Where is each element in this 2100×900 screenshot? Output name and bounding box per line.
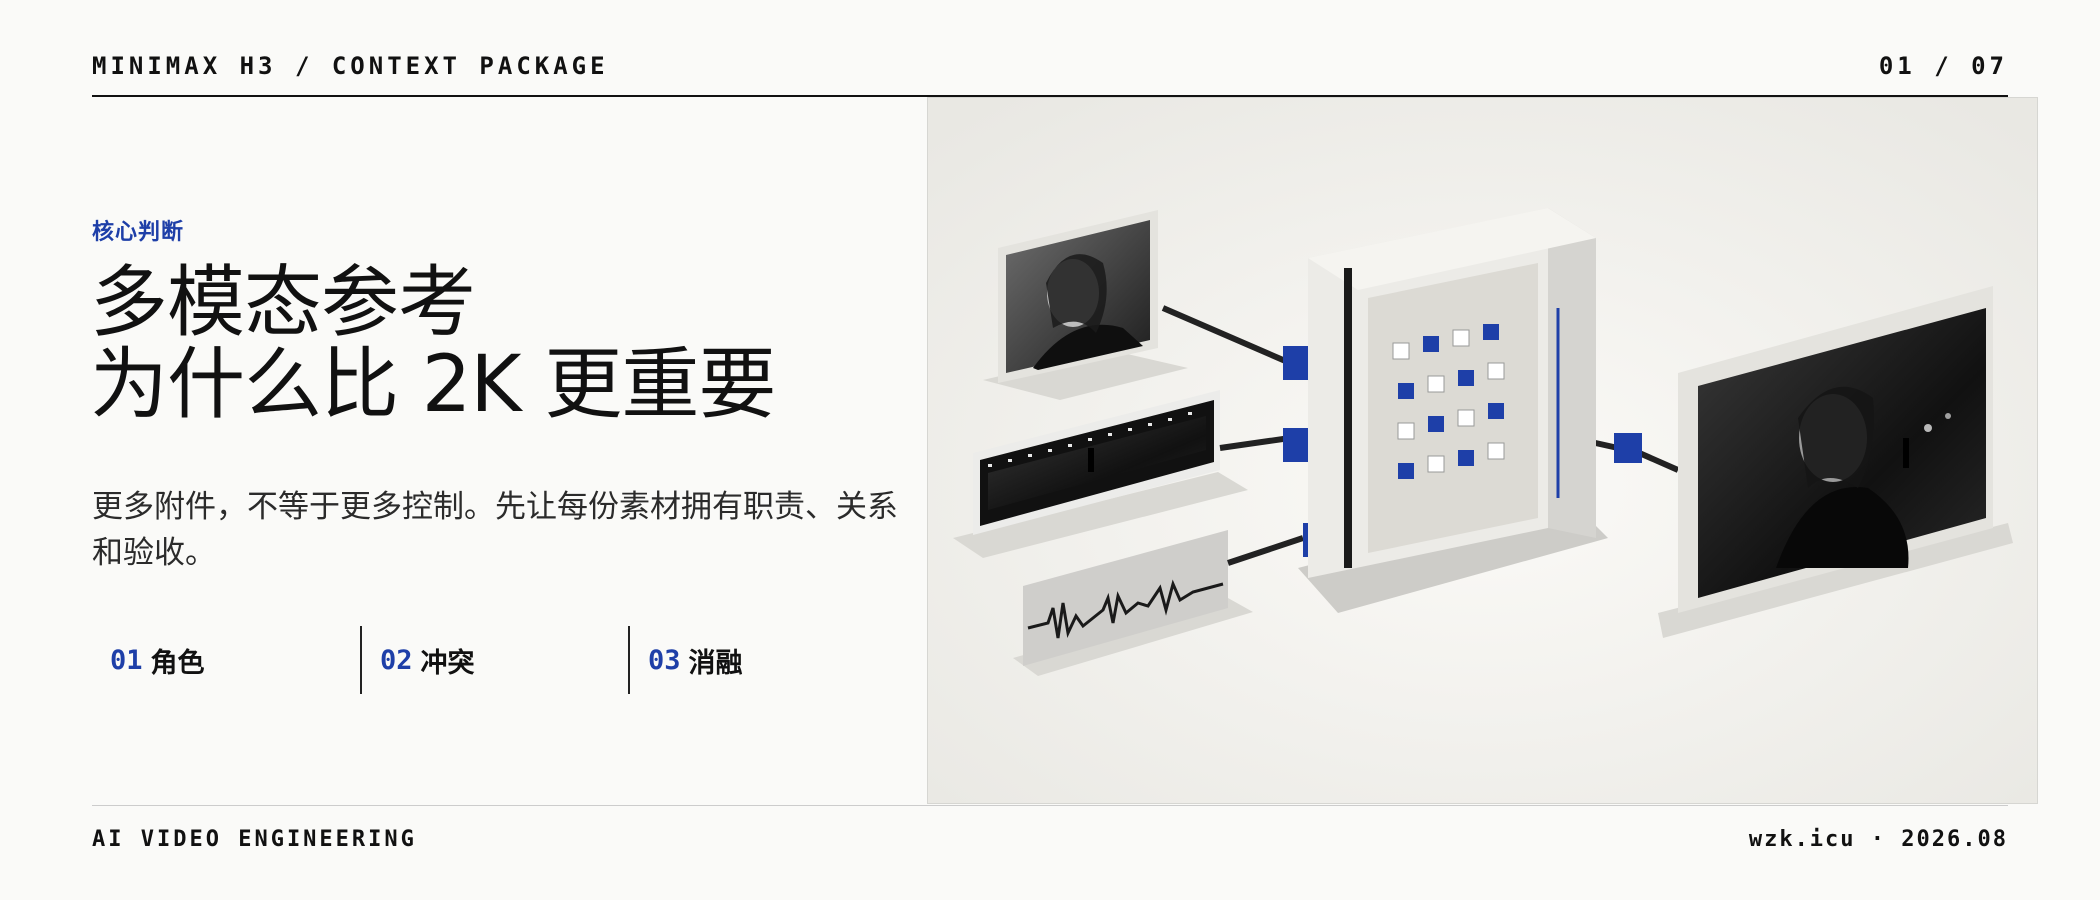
page-title: 多模态参考 为什么比 2K 更重要 xyxy=(90,258,776,430)
title-line-1: 多模态参考 xyxy=(90,258,476,348)
cube-grid xyxy=(1392,324,1505,479)
pillar-item: 03 消融 xyxy=(628,626,896,694)
pillar-number: 03 xyxy=(648,644,681,676)
header-divider xyxy=(92,95,2008,97)
title-line-2: 为什么比 2K 更重要 xyxy=(90,340,776,430)
pillar-item: 01 角色 xyxy=(92,626,360,694)
page-counter: 01 / 07 xyxy=(1878,52,2008,80)
section-kicker: 核心判断 xyxy=(92,220,185,245)
portrait-frame xyxy=(983,210,1188,400)
output-screen xyxy=(1658,286,2013,638)
pillar-number: 01 xyxy=(110,644,143,676)
description: 更多附件，不等于更多控制。先让每份素材拥有职责、关系和验收。 xyxy=(92,489,898,571)
footer-divider xyxy=(92,805,2008,806)
footer-site-date: wzk.icu · 2026.08 xyxy=(1748,827,2008,852)
audio-waveform-panel xyxy=(1013,530,1253,676)
pillar-list: 01 角色 02 冲突 03 消融 xyxy=(92,626,896,694)
pillar-label: 消融 xyxy=(688,647,743,679)
header-title: MINIMAX H3 / CONTEXT PACKAGE xyxy=(92,52,609,80)
pillar-number: 02 xyxy=(380,644,413,676)
footer-label: AI VIDEO ENGINEERING xyxy=(92,827,417,852)
pillar-item: 02 冲突 xyxy=(360,626,628,694)
processor-cube xyxy=(1298,208,1608,613)
pillar-label: 角色 xyxy=(150,647,205,679)
film-strip xyxy=(953,390,1248,558)
hero-illustration xyxy=(927,97,2038,804)
pillar-label: 冲突 xyxy=(420,647,475,679)
